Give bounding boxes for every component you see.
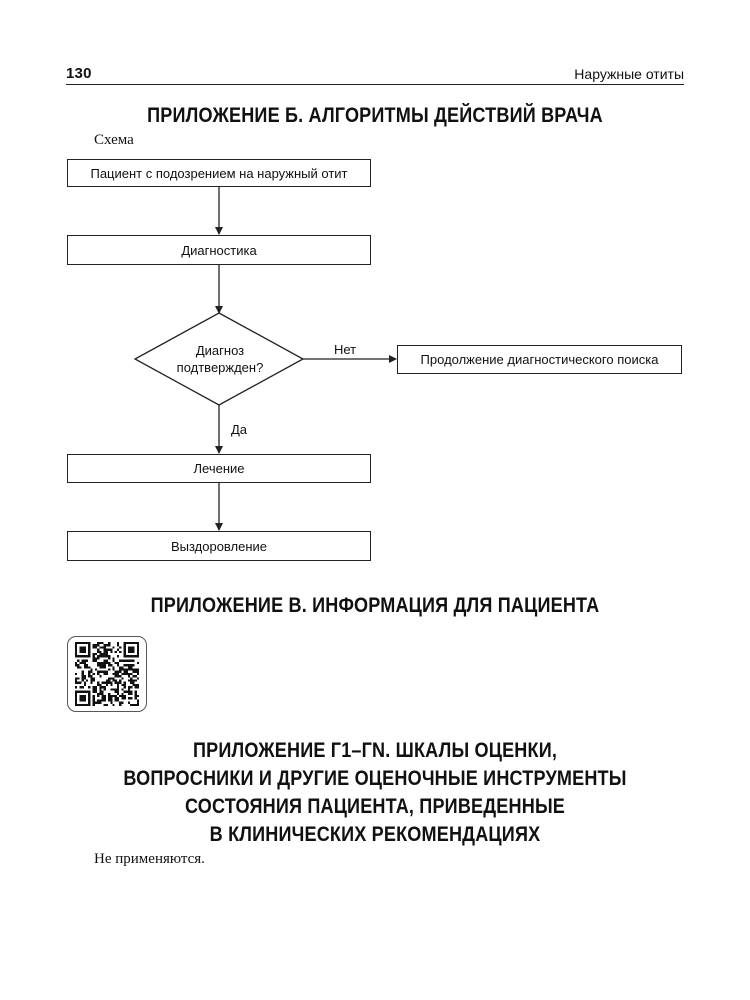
running-header: 130 Наружные отиты [66, 58, 684, 82]
appendix-g-body: Не применяются. [94, 851, 205, 867]
flow-search-box: Продолжение диагностического поиска [397, 345, 682, 374]
decision-label: Диагноз подтвержден? [160, 342, 280, 376]
appendix-b-title: ПРИЛОЖЕНИЕ Б. АЛГОРИТМЫ ДЕЙСТВИЙ ВРАЧА [147, 104, 603, 127]
appendix-g-title-line: СОСТОЯНИЯ ПАЦИЕНТА, ПРИВЕДЕННЫЕ [184, 795, 566, 818]
running-title: Наружные отиты [574, 66, 684, 82]
decision-line-1: Диагноз [195, 343, 245, 358]
flow-treatment-box: Лечение [67, 454, 371, 483]
flow-diagnostics-box: Диагностика [67, 235, 371, 265]
header-rule [66, 84, 684, 85]
appendix-g-title-line: ПРИЛОЖЕНИЕ Г1–ГN. ШКАЛЫ ОЦЕНКИ, [192, 739, 558, 762]
decision-line-2: подтвержден? [176, 360, 264, 375]
scheme-label: Схема [94, 132, 134, 148]
appendix-g-title-line: В КЛИНИЧЕСКИХ РЕКОМЕНДАЦИЯХ [209, 823, 541, 846]
flow-recovery-box: Выздоровление [67, 531, 371, 561]
appendix-g-title: ПРИЛОЖЕНИЕ Г1–ГN. ШКАЛЫ ОЦЕНКИ, ВОПРОСНИ… [53, 737, 698, 849]
branch-no-label: Нет [334, 342, 357, 357]
appendix-v-title: ПРИЛОЖЕНИЕ В. ИНФОРМАЦИЯ ДЛЯ ПАЦИЕНТА [150, 594, 600, 617]
branch-yes-label: Да [231, 422, 248, 437]
page-number: 130 [66, 65, 92, 82]
appendix-g-title-line: ВОПРОСНИКИ И ДРУГИЕ ОЦЕНОЧНЫЕ ИНСТРУМЕНТ… [123, 767, 627, 790]
qr-code-icon[interactable] [75, 642, 139, 706]
flow-start-box: Пациент с подозрением на наружный отит [67, 159, 371, 187]
qr-code-frame[interactable] [67, 636, 147, 712]
